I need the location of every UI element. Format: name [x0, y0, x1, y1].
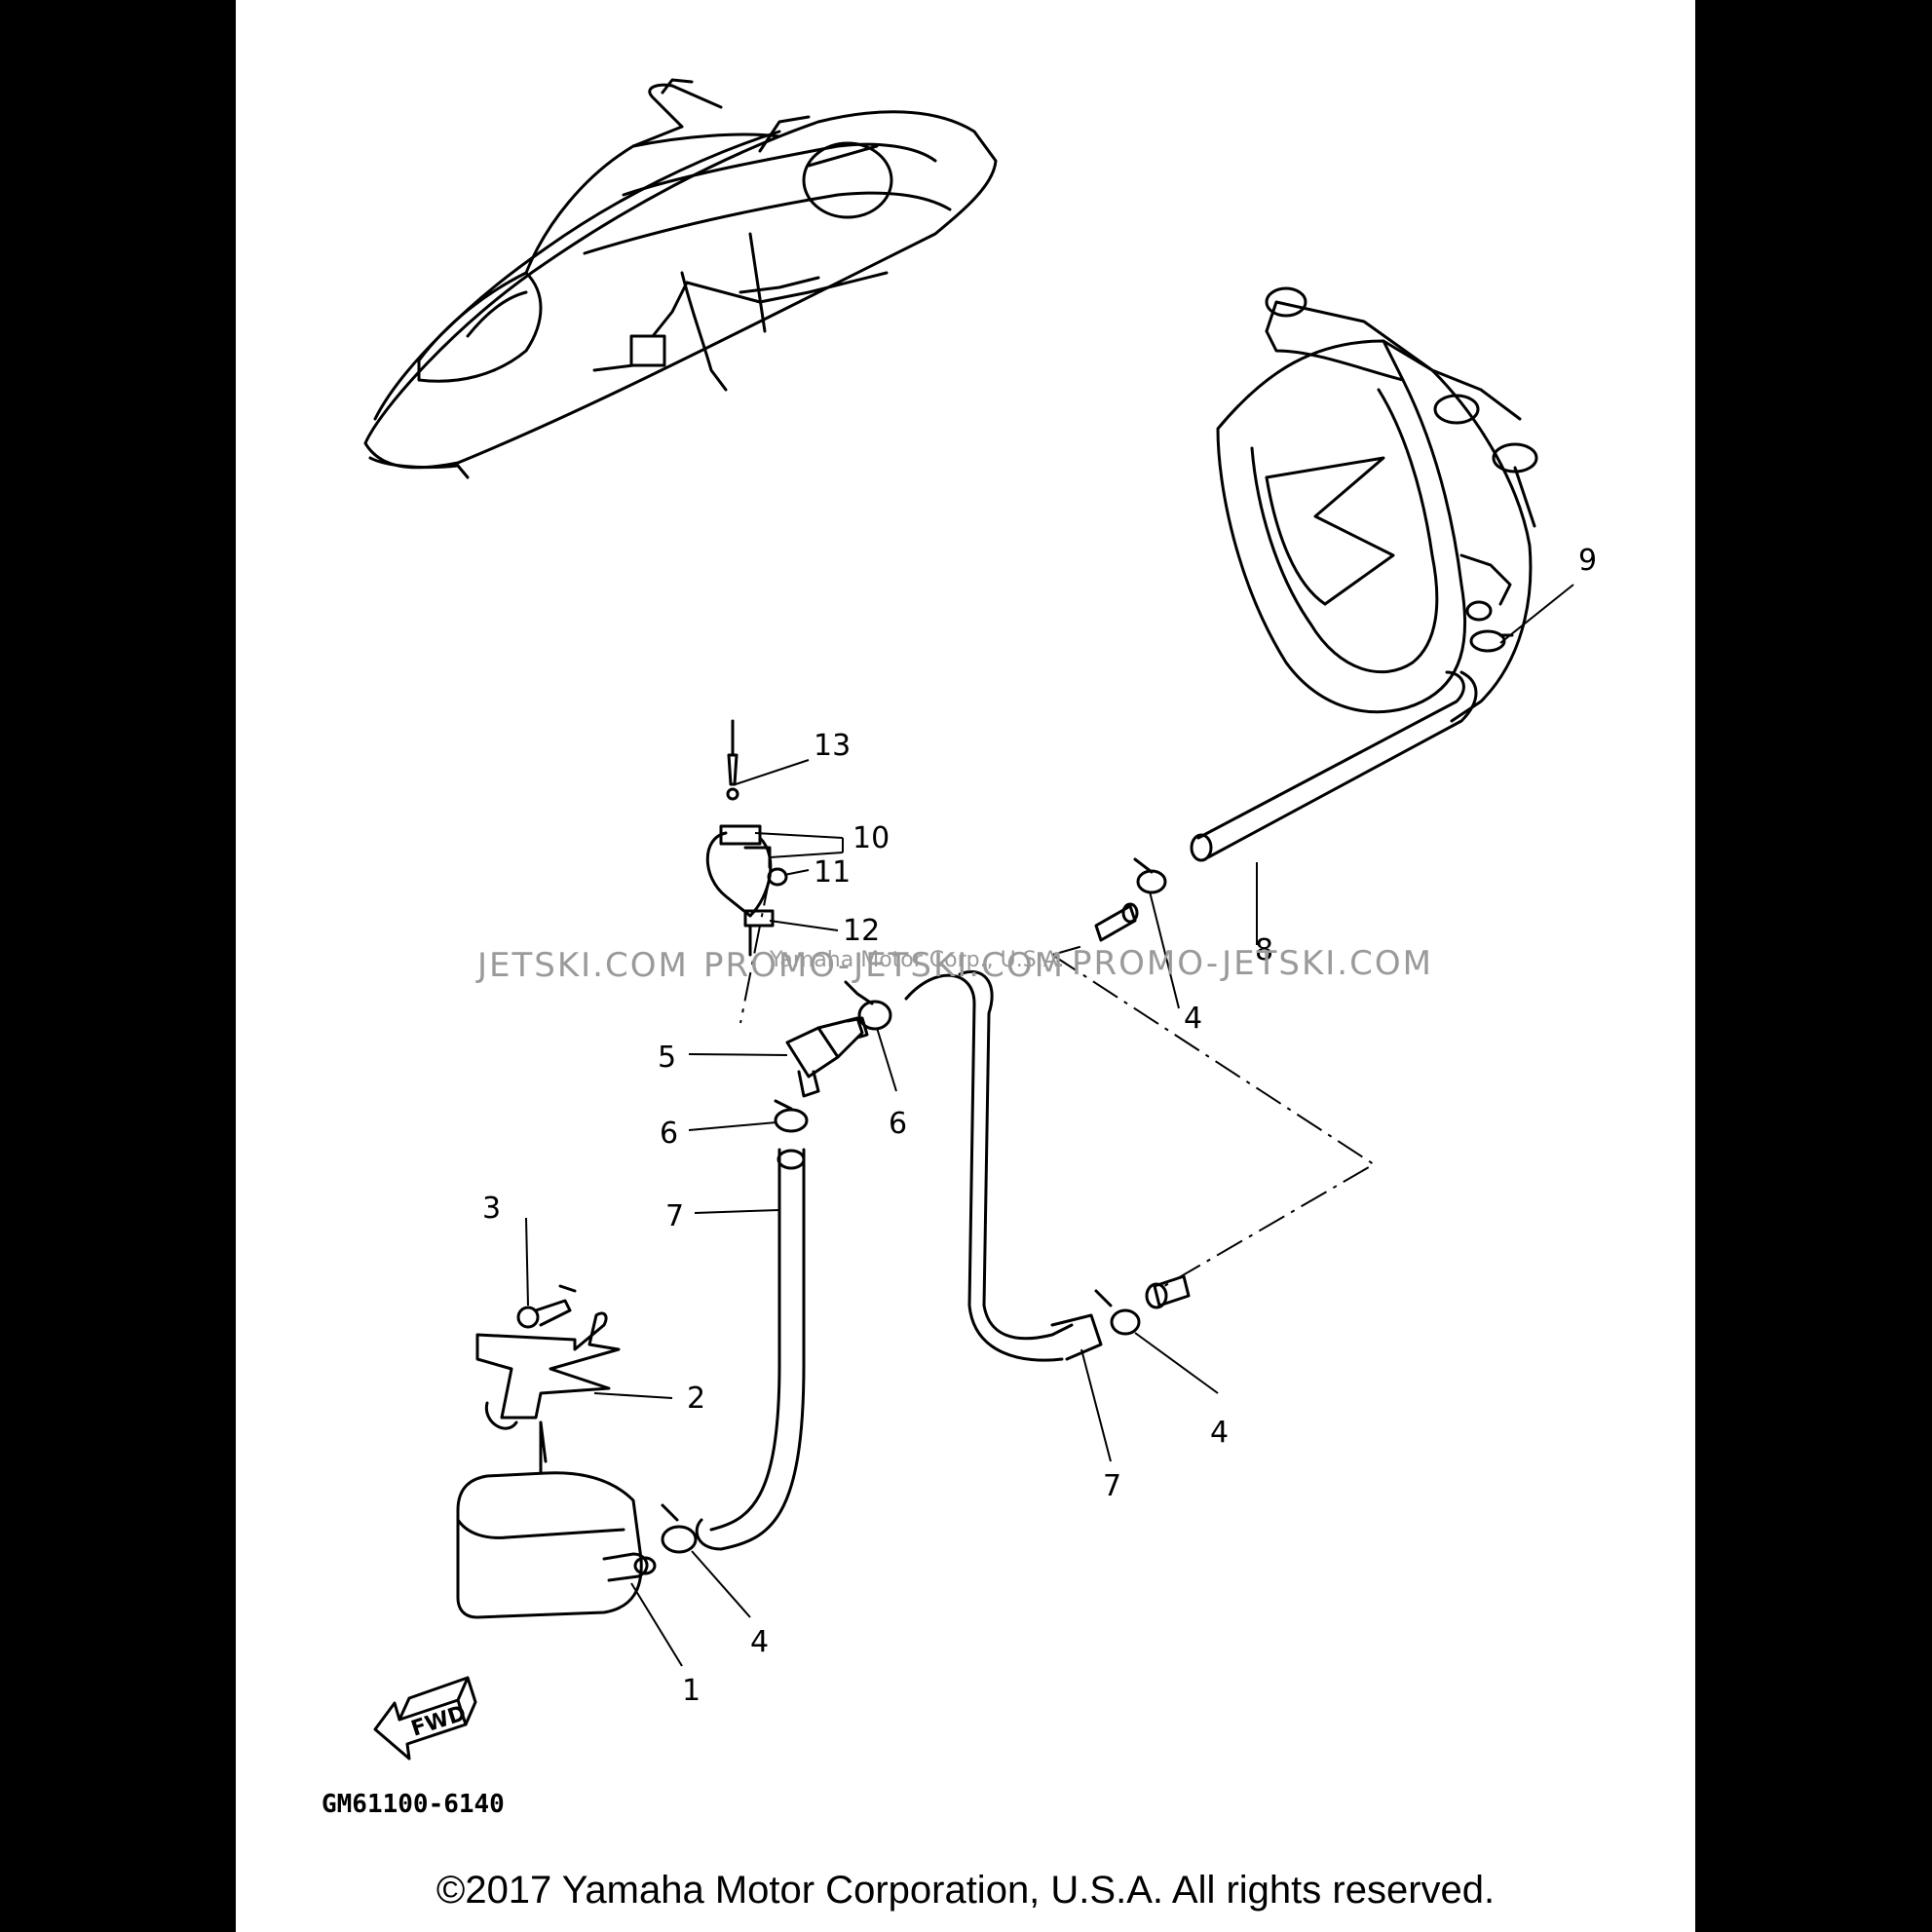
leader-lines: [526, 585, 1573, 1666]
watermarks: JETSKI.COM PROMO-JETSKI.COM PROMO-JETSKI…: [475, 944, 1433, 985]
callout-5: 5: [658, 1041, 676, 1075]
watermark-overlay: Yamaha Motor Corp., U.S.A.: [769, 948, 1064, 972]
fwd-arrow: FWD: [375, 1678, 475, 1759]
diagram-code: GM61100-6140: [322, 1790, 505, 1819]
callout-10: 10: [852, 821, 890, 855]
reference-lines: [740, 877, 1374, 1286]
callout-3: 3: [482, 1192, 501, 1226]
diagram-sheet: FWD 1 2 3 4 4 4 5 6 6 7 7 8 9 10 11 12 1…: [236, 0, 1695, 1932]
hardware: [458, 721, 1189, 1617]
callout-13: 13: [814, 729, 851, 763]
watermark-middle: PROMO-JETSKI.COM: [703, 946, 1065, 985]
callout-numbers: 1 2 3 4 4 4 5 6 6 7 7 8 9 10 11 12 13: [482, 544, 1597, 1708]
parts-diagram: FWD 1 2 3 4 4 4 5 6 6 7 7 8 9 10 11 12 1…: [322, 0, 1597, 1819]
callout-6-right: 6: [889, 1107, 907, 1141]
callout-7-left: 7: [665, 1199, 684, 1233]
watermark-right: PROMO-JETSKI.COM: [1072, 944, 1433, 983]
callout-8: 8: [1255, 933, 1273, 967]
callout-6-left: 6: [660, 1117, 678, 1151]
callout-2: 2: [687, 1382, 705, 1416]
callout-1: 1: [682, 1674, 701, 1708]
callout-4-right: 4: [1210, 1416, 1229, 1450]
callout-12: 12: [843, 914, 880, 948]
jet-pump-housing: [1218, 288, 1536, 721]
callout-4-lower: 4: [750, 1625, 769, 1659]
watercraft-overview: [365, 80, 996, 477]
watermark-left: JETSKI.COM: [475, 946, 689, 985]
callout-7-right: 7: [1103, 1469, 1121, 1503]
callout-11: 11: [814, 855, 851, 890]
hoses: [697, 672, 1476, 1549]
callout-9: 9: [1578, 544, 1597, 578]
copyright-notice: ©2017 Yamaha Motor Corporation, U.S.A. A…: [436, 1869, 1496, 1912]
callout-4-upper: 4: [1184, 1002, 1202, 1036]
